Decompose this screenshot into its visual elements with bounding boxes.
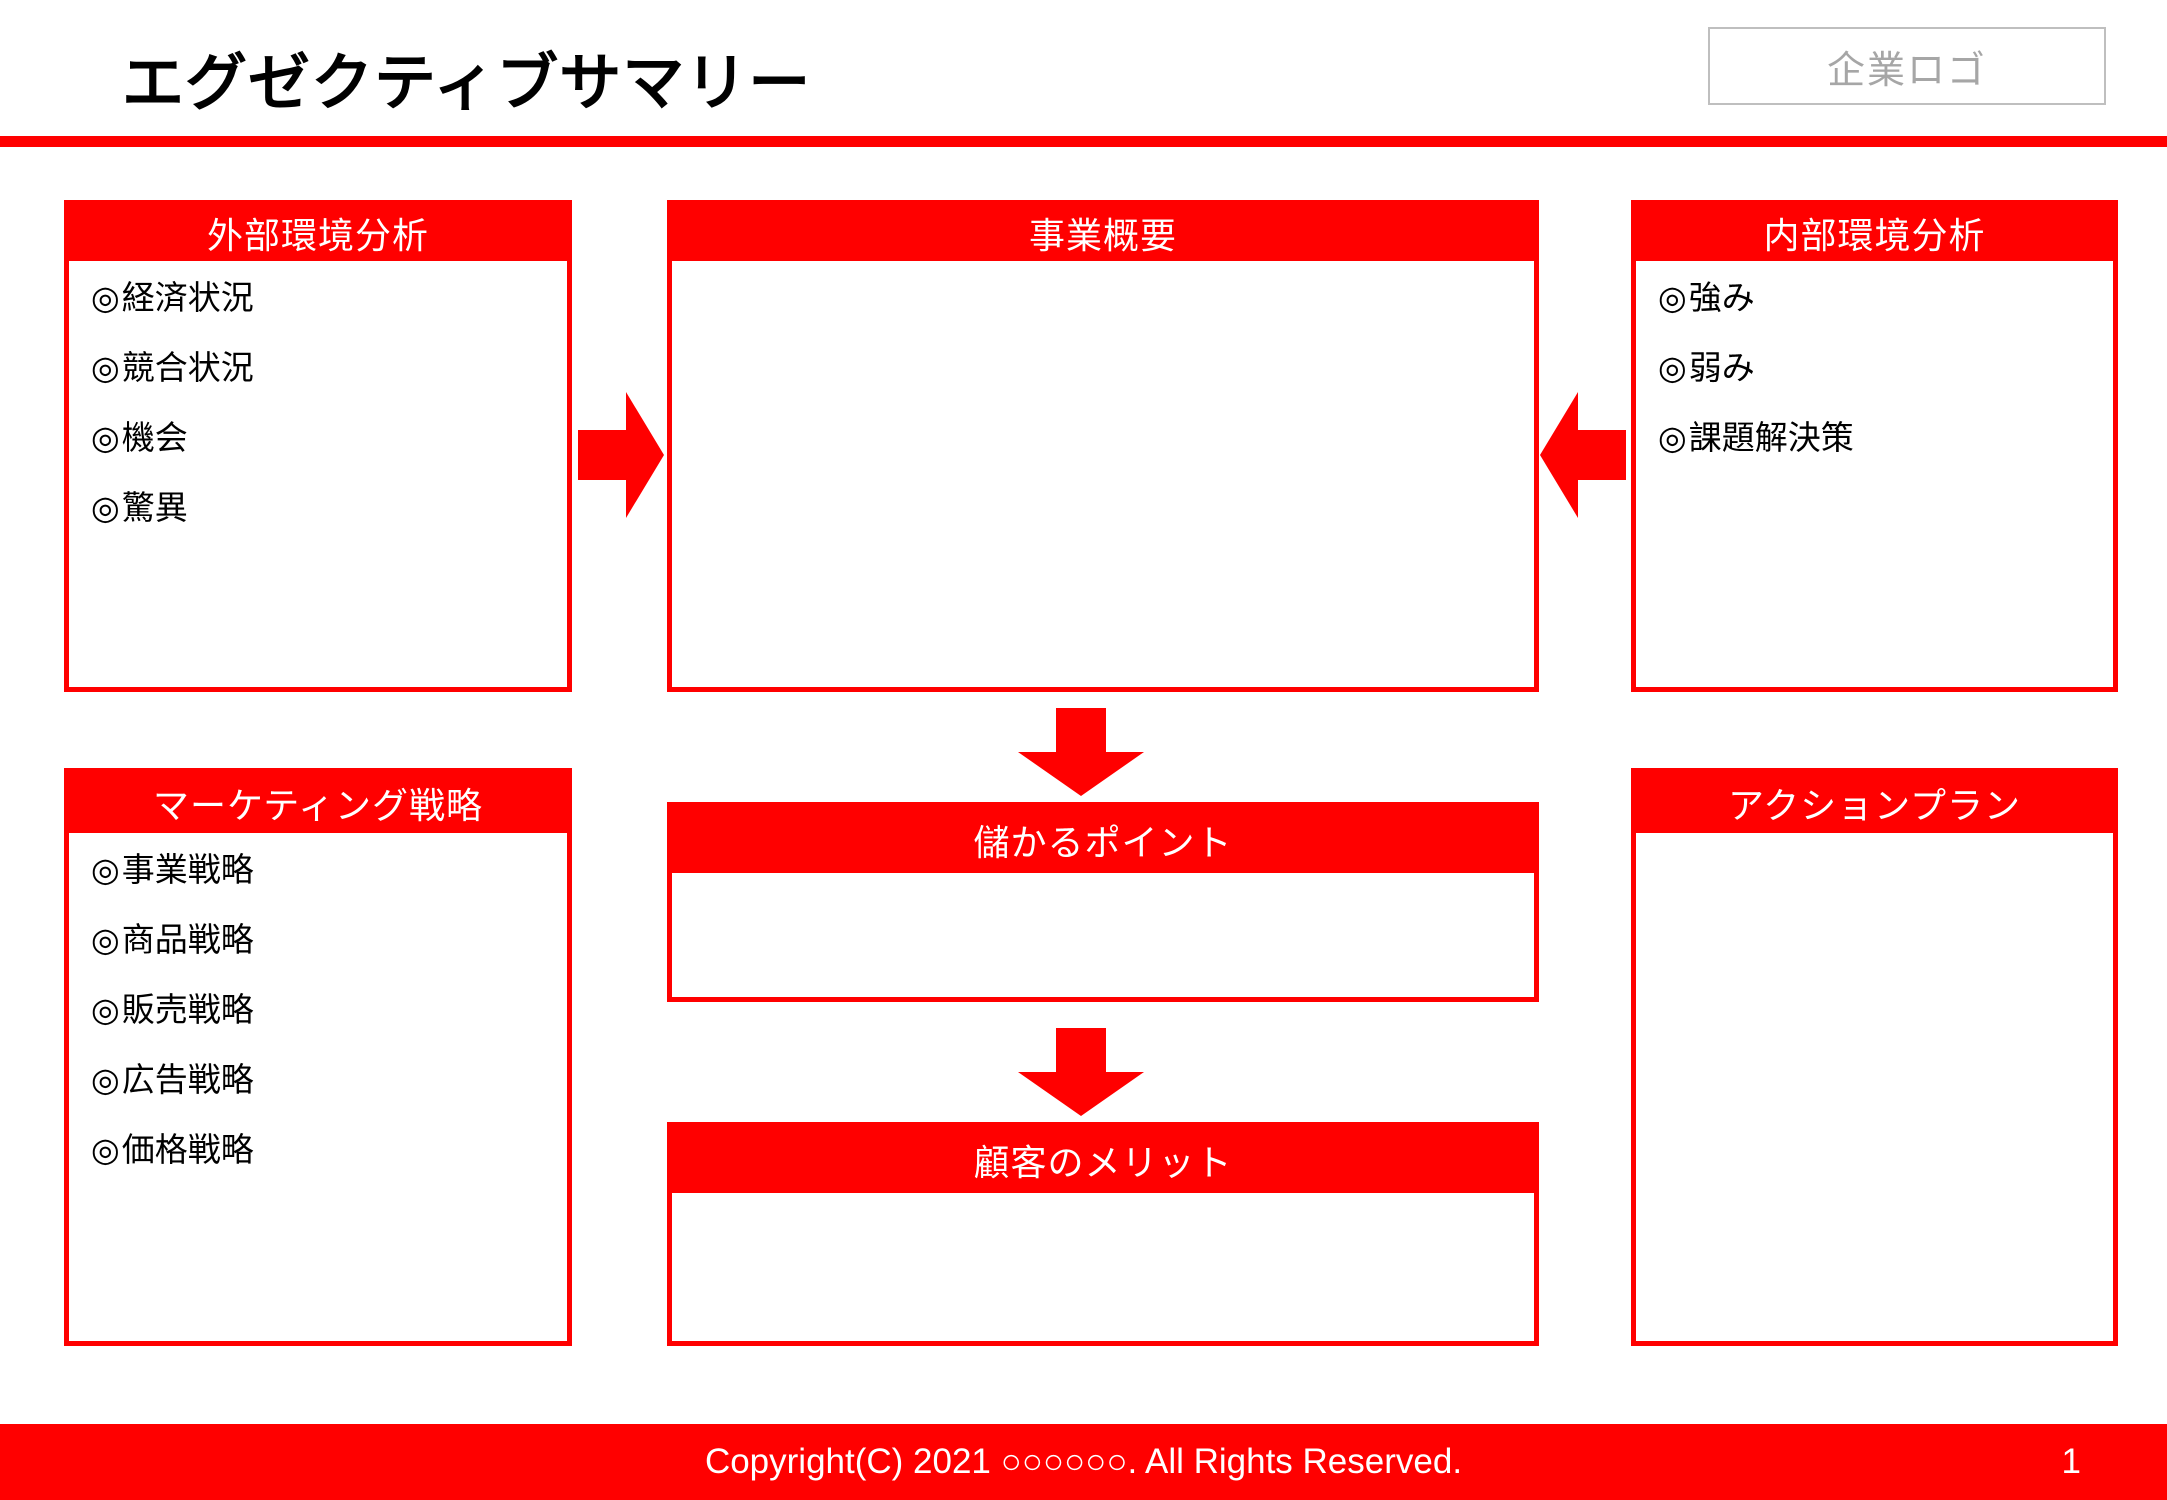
bullet-mark-icon: ◎ <box>91 921 120 958</box>
panel-customer-benefits: 顧客のメリット <box>667 1122 1539 1346</box>
list-item: ◎販売戦略 <box>91 993 545 1026</box>
bullet-mark-icon: ◎ <box>91 1061 120 1098</box>
footer-copyright: Copyright(C) 2021 ○○○○○○. All Rights Res… <box>704 1442 1463 1481</box>
panel-internal-analysis-body: ◎強み ◎弱み ◎課題解決策 <box>1636 261 2113 454</box>
company-logo-label: 企業ロゴ <box>1826 49 1987 92</box>
panel-external-analysis-body: ◎経済状況 ◎競合状況 ◎機会 ◎驚異 <box>69 261 567 524</box>
panel-internal-analysis-title: 内部環境分析 <box>1636 205 2113 261</box>
bullet-mark-icon: ◎ <box>1658 279 1687 316</box>
header-divider-rule <box>0 136 2167 147</box>
list-item: ◎機会 <box>91 421 545 454</box>
company-logo-placeholder: 企業ロゴ <box>1708 27 2106 105</box>
panel-business-overview: 事業概要 <box>667 200 1539 692</box>
list-item-label: 販売戦略 <box>121 991 254 1028</box>
list-item-label: 機会 <box>121 419 188 456</box>
panel-marketing-strategy-body: ◎事業戦略 ◎商品戦略 ◎販売戦略 ◎広告戦略 ◎価格戦略 <box>69 833 567 1166</box>
bullet-mark-icon: ◎ <box>91 349 120 386</box>
footer-page-number: 1 <box>2061 1442 2081 1481</box>
slide-header: エグゼクティブサマリー 企業ロゴ <box>0 0 2167 147</box>
list-item: ◎価格戦略 <box>91 1133 545 1166</box>
bullet-mark-icon: ◎ <box>91 279 120 316</box>
arrow-down-icon <box>1018 1028 1144 1116</box>
arrow-down-icon <box>1018 708 1144 796</box>
panel-marketing-strategy: マーケティング戦略 ◎事業戦略 ◎商品戦略 ◎販売戦略 ◎広告戦略 ◎価格戦略 <box>64 768 572 1346</box>
panel-profit-points: 儲かるポイント <box>667 802 1539 1002</box>
list-item-label: 事業戦略 <box>121 851 254 888</box>
list-item: ◎広告戦略 <box>91 1063 545 1096</box>
panel-profit-points-title: 儲かるポイント <box>672 807 1534 873</box>
arrow-left-icon <box>1540 392 1626 518</box>
panel-external-analysis-title: 外部環境分析 <box>69 205 567 261</box>
list-item: ◎競合状況 <box>91 351 545 384</box>
bullet-mark-icon: ◎ <box>1658 419 1687 456</box>
list-item: ◎経済状況 <box>91 281 545 314</box>
slide-footer: Copyright(C) 2021 ○○○○○○. All Rights Res… <box>0 1424 2167 1500</box>
bullet-mark-icon: ◎ <box>91 851 120 888</box>
list-item: ◎商品戦略 <box>91 923 545 956</box>
list-item-label: 商品戦略 <box>121 921 254 958</box>
list-item-label: 強み <box>1688 279 1755 316</box>
list-item-label: 価格戦略 <box>121 1131 254 1168</box>
list-item-label: 課題解決策 <box>1688 419 1854 456</box>
bullet-mark-icon: ◎ <box>91 1131 120 1168</box>
panel-action-plan-title: アクションプラン <box>1636 773 2113 833</box>
list-item-label: 驚異 <box>121 489 188 526</box>
list-item-label: 弱み <box>1688 349 1755 386</box>
bullet-mark-icon: ◎ <box>91 419 120 456</box>
panel-customer-benefits-body <box>672 1193 1534 1213</box>
list-item: ◎弱み <box>1658 351 2091 384</box>
panel-marketing-strategy-title: マーケティング戦略 <box>69 773 567 833</box>
bullet-mark-icon: ◎ <box>1658 349 1687 386</box>
list-item-label: 経済状況 <box>121 279 254 316</box>
panel-action-plan-body <box>1636 833 2113 853</box>
list-item: ◎驚異 <box>91 491 545 524</box>
panel-profit-points-body <box>672 873 1534 893</box>
page-title: エグゼクティブサマリー <box>122 49 812 118</box>
panel-business-overview-body <box>672 261 1534 281</box>
panel-internal-analysis: 内部環境分析 ◎強み ◎弱み ◎課題解決策 <box>1631 200 2118 692</box>
bullet-mark-icon: ◎ <box>91 991 120 1028</box>
bullet-mark-icon: ◎ <box>91 489 120 526</box>
list-item: ◎事業戦略 <box>91 853 545 886</box>
panel-customer-benefits-title: 顧客のメリット <box>672 1127 1534 1193</box>
list-item: ◎課題解決策 <box>1658 421 2091 454</box>
panel-business-overview-title: 事業概要 <box>672 205 1534 261</box>
panel-external-analysis: 外部環境分析 ◎経済状況 ◎競合状況 ◎機会 ◎驚異 <box>64 200 572 692</box>
list-item-label: 広告戦略 <box>121 1061 254 1098</box>
panel-action-plan: アクションプラン <box>1631 768 2118 1346</box>
list-item-label: 競合状況 <box>121 349 254 386</box>
list-item: ◎強み <box>1658 281 2091 314</box>
arrow-right-icon <box>578 392 664 518</box>
